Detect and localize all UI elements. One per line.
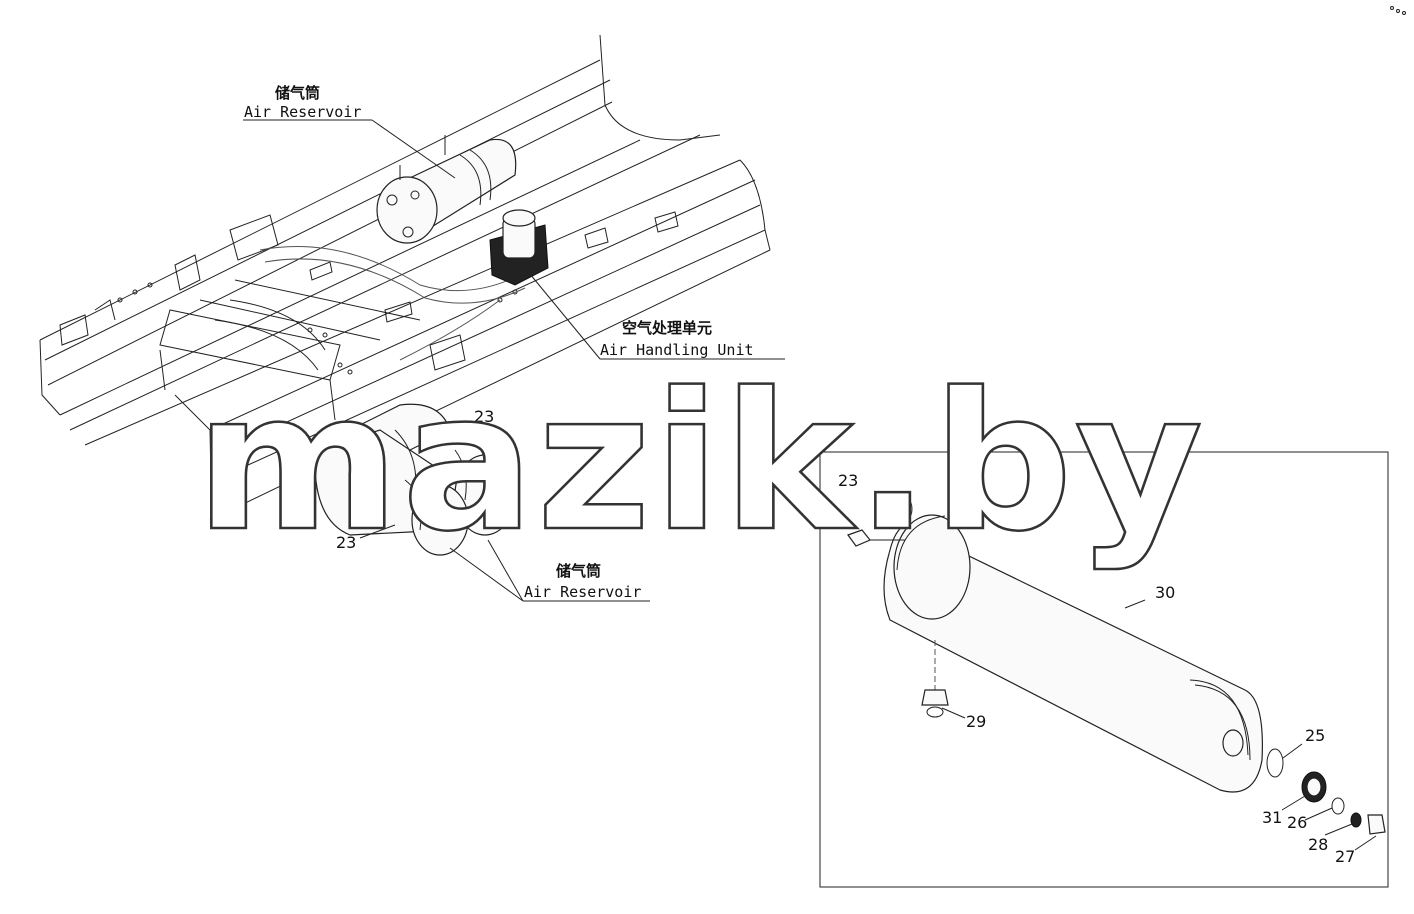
- seal-28: [1350, 812, 1362, 828]
- callout-26: 26: [1287, 813, 1307, 832]
- callout-30: 30: [1155, 583, 1175, 602]
- watermark: mazik.by: [195, 352, 1205, 573]
- callout-29: 29: [966, 712, 986, 731]
- callout-24-circle: [877, 491, 913, 527]
- callout-25: 25: [1305, 726, 1325, 745]
- air-reservoir-lower: [314, 403, 516, 556]
- detail-view: 23 24 30 29 25 31 26 28 27: [819, 451, 1389, 888]
- callout-28: 28: [1308, 835, 1328, 854]
- callout-27: 27: [1335, 847, 1355, 866]
- o-ring-25: [1266, 748, 1284, 778]
- drain-valve-29: [921, 689, 949, 706]
- air-reservoir-top: [376, 135, 517, 244]
- nut-27: [1367, 814, 1386, 835]
- air-handling-unit: [489, 209, 549, 286]
- callout-23-lower: 23: [336, 533, 356, 552]
- leader-lines-left: [243, 119, 785, 602]
- callout-31: 31: [1262, 808, 1282, 827]
- reservoir-end-left: [893, 514, 971, 620]
- callout-23-detail: 23: [838, 471, 858, 490]
- air-handling-label-en: Air Handling Unit: [600, 341, 754, 359]
- reservoir-bottom-label-cn: 储气筒: [556, 562, 601, 580]
- air-handling-label-cn: 空气处理单元: [622, 319, 712, 337]
- chassis-frame: [39, 34, 771, 529]
- callout-23-upper: 23: [474, 407, 494, 426]
- corner-marks: [1390, 6, 1406, 15]
- reservoir-bottom-label-en: Air Reservoir: [524, 583, 641, 601]
- reservoir-top-label-cn: 储气筒: [275, 84, 320, 102]
- detail-frame: [819, 451, 1389, 888]
- washer-26: [1331, 797, 1345, 815]
- reservoir-top-label-en: Air Reservoir: [244, 103, 361, 121]
- reservoir-body: [883, 524, 1263, 793]
- callout-24: 24: [885, 500, 905, 519]
